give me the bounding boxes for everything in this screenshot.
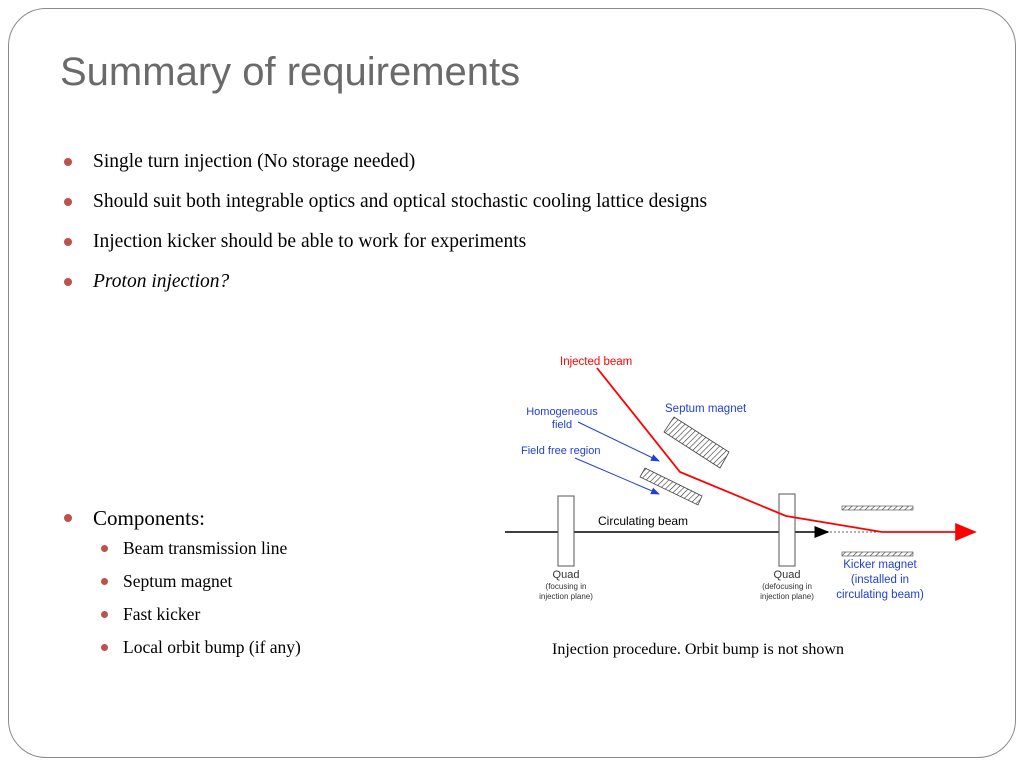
bullet-text: Injection kicker should be able to work … bbox=[93, 231, 527, 252]
slide-title: Summary of requirements bbox=[60, 50, 521, 94]
septum-magnet-label: Septum magnet bbox=[665, 403, 747, 415]
circulating-beam-label: Circulating beam bbox=[598, 514, 688, 528]
requirements-list: Single turn injection (No storage needed… bbox=[60, 150, 707, 310]
quad-right-note-1: (defocusing in bbox=[762, 582, 812, 591]
injected-beam-label: Injected beam bbox=[560, 356, 632, 368]
field-free-region-label: Field free region bbox=[521, 445, 601, 457]
quad-left-shape bbox=[557, 495, 575, 567]
bullet-item: Injection kicker should be able to work … bbox=[60, 230, 707, 270]
components-section: Components: Beam transmission line Septu… bbox=[60, 505, 301, 669]
bullet-dot-icon bbox=[101, 611, 108, 618]
bullet-dot-icon bbox=[64, 158, 72, 166]
quad-right-note-2: injection plane) bbox=[760, 592, 814, 601]
bullet-dot-icon bbox=[64, 238, 72, 246]
figure-caption: Injection procedure. Orbit bump is not s… bbox=[552, 641, 844, 658]
bullet-dot-icon bbox=[64, 514, 72, 522]
component-text: Beam transmission line bbox=[123, 538, 288, 558]
quad-right-label: Quad bbox=[774, 569, 801, 581]
bullet-text: Should suit both integrable optics and o… bbox=[93, 191, 708, 212]
injected-beam-path bbox=[596, 367, 977, 541]
component-text: Local orbit bump (if any) bbox=[123, 637, 301, 657]
quad-right-shape bbox=[778, 493, 796, 567]
components-heading: Components: bbox=[60, 505, 301, 531]
components-heading-text: Components: bbox=[93, 506, 206, 530]
septum-magnet-block bbox=[663, 416, 730, 469]
homogeneous-field-arrow bbox=[577, 421, 660, 462]
bullet-item: Single turn injection (No storage needed… bbox=[60, 150, 707, 190]
quad-left-note-1: (focusing in bbox=[546, 582, 587, 591]
bullet-dot-icon bbox=[101, 578, 108, 585]
bullet-dot-icon bbox=[64, 198, 72, 206]
kicker-plate-bottom bbox=[841, 551, 914, 557]
bullet-item: Should suit both integrable optics and o… bbox=[60, 190, 707, 230]
bullet-dot-icon bbox=[101, 644, 108, 651]
component-item: Septum magnet bbox=[60, 570, 301, 603]
kicker-magnet-label-2: (installed in bbox=[851, 574, 909, 586]
component-item: Local orbit bump (if any) bbox=[60, 636, 301, 669]
bullet-dot-icon bbox=[101, 545, 108, 552]
homogeneous-field-label-2: field bbox=[552, 419, 572, 431]
quad-left-label: Quad bbox=[553, 569, 580, 581]
bullet-dot-icon bbox=[64, 278, 72, 286]
bullet-item: Proton injection? bbox=[60, 270, 707, 310]
kicker-magnet-label-1: Kicker magnet bbox=[843, 559, 917, 571]
septum-blade bbox=[639, 467, 703, 506]
quad-left-note-2: injection plane) bbox=[539, 592, 593, 601]
component-text: Septum magnet bbox=[123, 571, 233, 591]
component-item: Fast kicker bbox=[60, 603, 301, 636]
slide-frame bbox=[8, 8, 1016, 758]
homogeneous-field-label-1: Homogeneous bbox=[526, 406, 598, 418]
field-free-region-arrow bbox=[574, 457, 660, 495]
component-item: Beam transmission line bbox=[60, 537, 301, 570]
component-text: Fast kicker bbox=[123, 604, 201, 624]
bullet-text: Single turn injection (No storage needed… bbox=[93, 151, 416, 172]
kicker-magnet-label-3: circulating beam) bbox=[836, 589, 924, 601]
bullet-text: Proton injection? bbox=[93, 271, 230, 292]
components-list: Beam transmission line Septum magnet Fas… bbox=[60, 537, 301, 669]
kicker-plate-top bbox=[841, 505, 914, 511]
